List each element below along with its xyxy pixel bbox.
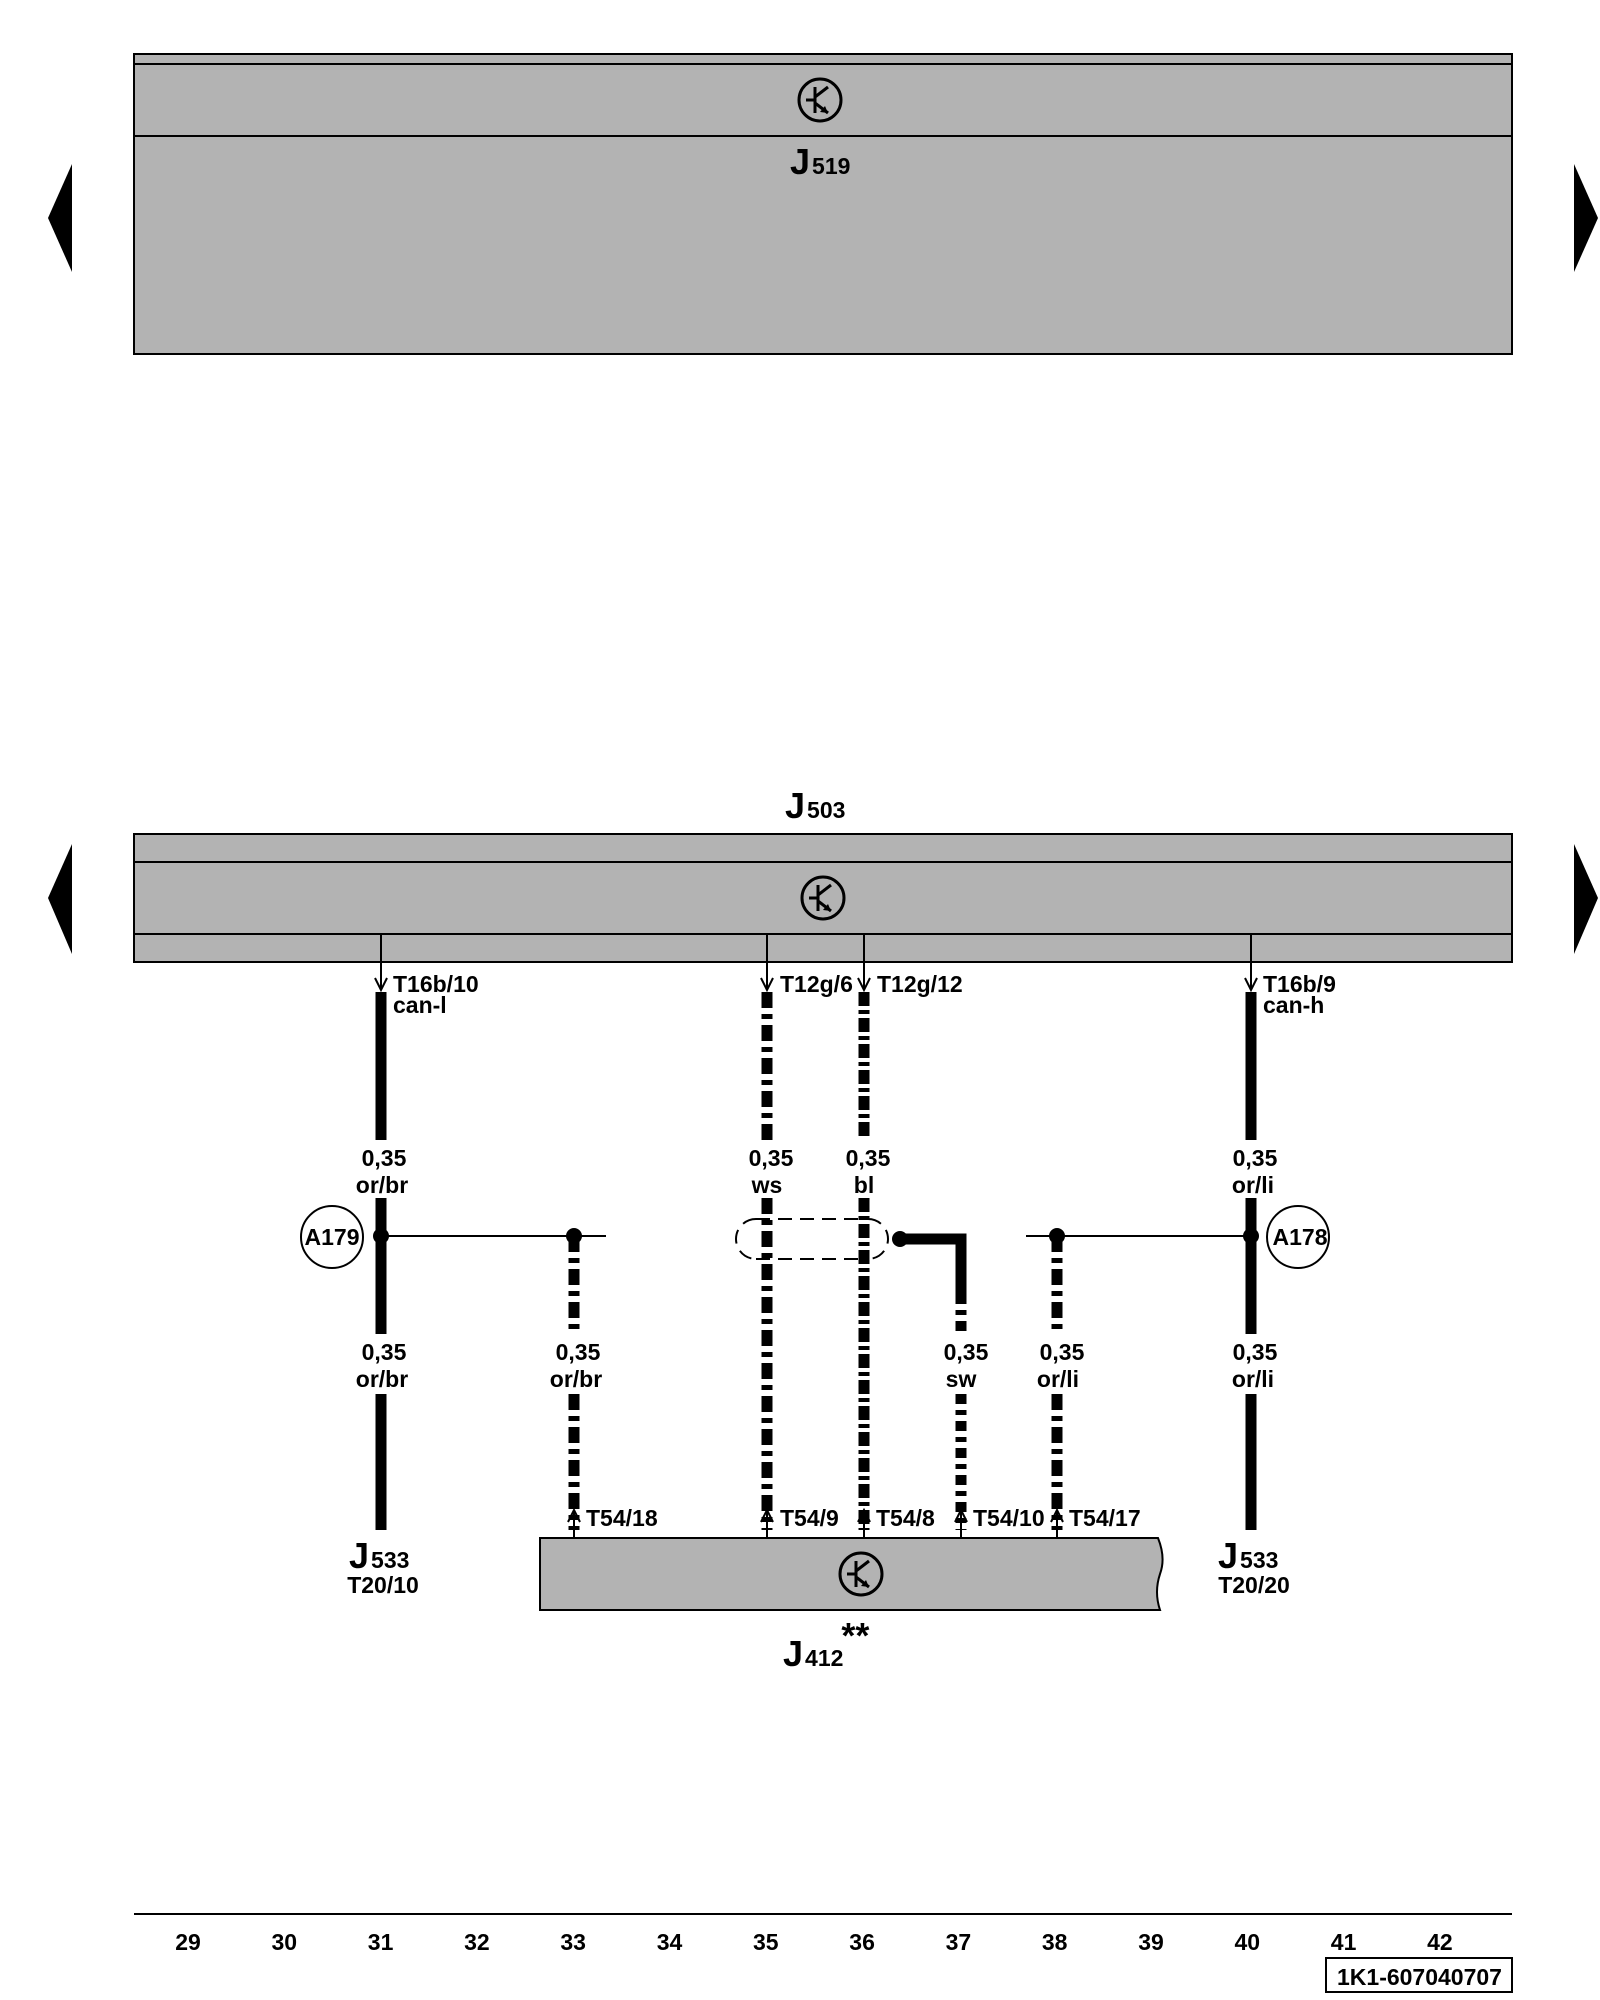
wire-color-label: or/li (1232, 1172, 1274, 1198)
wire-color-label: or/li (1232, 1366, 1274, 1392)
svg-text:A179: A179 (305, 1224, 360, 1250)
document-id: 1K1-607040707 (1325, 1957, 1513, 1993)
column-number: 36 (849, 1929, 875, 1955)
twisted-pair-shield (735, 1218, 889, 1260)
column-number: 38 (1042, 1929, 1068, 1955)
wire-size-label: 0,35 (362, 1339, 407, 1365)
wire-size-label: 0,35 (556, 1339, 601, 1365)
pin-label: T54/10 (973, 1505, 1045, 1531)
pin-label: T16b/10 (393, 971, 479, 997)
control-unit-j503 (133, 833, 1513, 963)
junction-dot (892, 1231, 908, 1247)
j533-left-label: J533 (349, 1535, 409, 1576)
previous-page-arrow-icon[interactable] (48, 164, 72, 272)
junction-dot (1049, 1228, 1065, 1244)
column-number: 31 (368, 1929, 394, 1955)
junction-dot (1243, 1228, 1259, 1244)
electronic-symbol-icon (838, 1551, 884, 1597)
previous-page-arrow-icon[interactable] (48, 844, 72, 954)
connector-a179: A179 (300, 1205, 364, 1269)
wire-sw (900, 1233, 967, 1530)
wire-size-label: 0,35 (1040, 1339, 1085, 1365)
column-number: 35 (753, 1929, 779, 1955)
next-page-arrow-icon[interactable] (1574, 164, 1598, 272)
wire-color-label: or/br (550, 1366, 602, 1392)
wire-color-label: bl (854, 1172, 874, 1198)
pin-label: T16b/9 (1263, 971, 1336, 997)
wire-color-label: sw (946, 1366, 977, 1392)
junction-dot (373, 1228, 389, 1244)
next-page-arrow-icon[interactable] (1574, 844, 1598, 954)
wire-color-label: or/li (1037, 1366, 1079, 1392)
control-unit-j519: J519 (133, 53, 1513, 355)
j412-pin-stubs (567, 1507, 1064, 1538)
signal-label: can-h (1263, 992, 1324, 1018)
connector-a178: A178 (1266, 1205, 1330, 1269)
column-axis: 29 30 31 32 33 34 35 36 37 38 39 40 41 42 (175, 1929, 1452, 1955)
svg-text:1K1-607040707: 1K1-607040707 (1337, 1964, 1502, 1990)
wire-size-label: 0,35 (1233, 1145, 1278, 1171)
pin-label: T54/17 (1069, 1505, 1141, 1531)
wire-color-label: or/br (356, 1366, 408, 1392)
pin-label: T54/9 (780, 1505, 839, 1531)
column-number: 39 (1138, 1929, 1164, 1955)
wire-size-label: 0,35 (749, 1145, 794, 1171)
svg-text:A178: A178 (1273, 1224, 1328, 1250)
column-number: 29 (175, 1929, 201, 1955)
pin-label: T54/8 (876, 1505, 935, 1531)
j519-label: J519 (790, 141, 850, 182)
signal-label: can-l (393, 992, 447, 1018)
junction-dot (566, 1228, 582, 1244)
wire-size-label: 0,35 (1233, 1339, 1278, 1365)
wire-color-label: ws (751, 1172, 783, 1198)
column-number: 37 (946, 1929, 972, 1955)
j503-label: J503 (785, 785, 845, 826)
electronic-symbol-icon (797, 77, 843, 123)
control-unit-j412 (539, 1537, 1164, 1611)
column-number: 34 (657, 1929, 683, 1955)
wire-size-label: 0,35 (944, 1339, 989, 1365)
j412-label: J412** (783, 1615, 869, 1674)
column-number: 33 (560, 1929, 586, 1955)
column-number: 32 (464, 1929, 490, 1955)
j533-right-pin: T20/20 (1218, 1572, 1290, 1598)
column-number: 30 (272, 1929, 298, 1955)
pin-label: T12g/12 (877, 971, 963, 997)
j533-right-label: J533 (1218, 1535, 1278, 1576)
pin-label: T12g/6 (780, 971, 853, 997)
column-number: 40 (1235, 1929, 1261, 1955)
pin-label: T54/18 (586, 1505, 658, 1531)
column-number: 41 (1331, 1929, 1357, 1955)
electronic-symbol-icon (800, 875, 846, 921)
wire-color-label: or/br (356, 1172, 408, 1198)
j533-left-pin: T20/10 (347, 1572, 419, 1598)
column-number: 42 (1427, 1929, 1453, 1955)
j503-pin-stubs (374, 934, 1258, 993)
wire-size-label: 0,35 (362, 1145, 407, 1171)
wire-size-label: 0,35 (846, 1145, 891, 1171)
